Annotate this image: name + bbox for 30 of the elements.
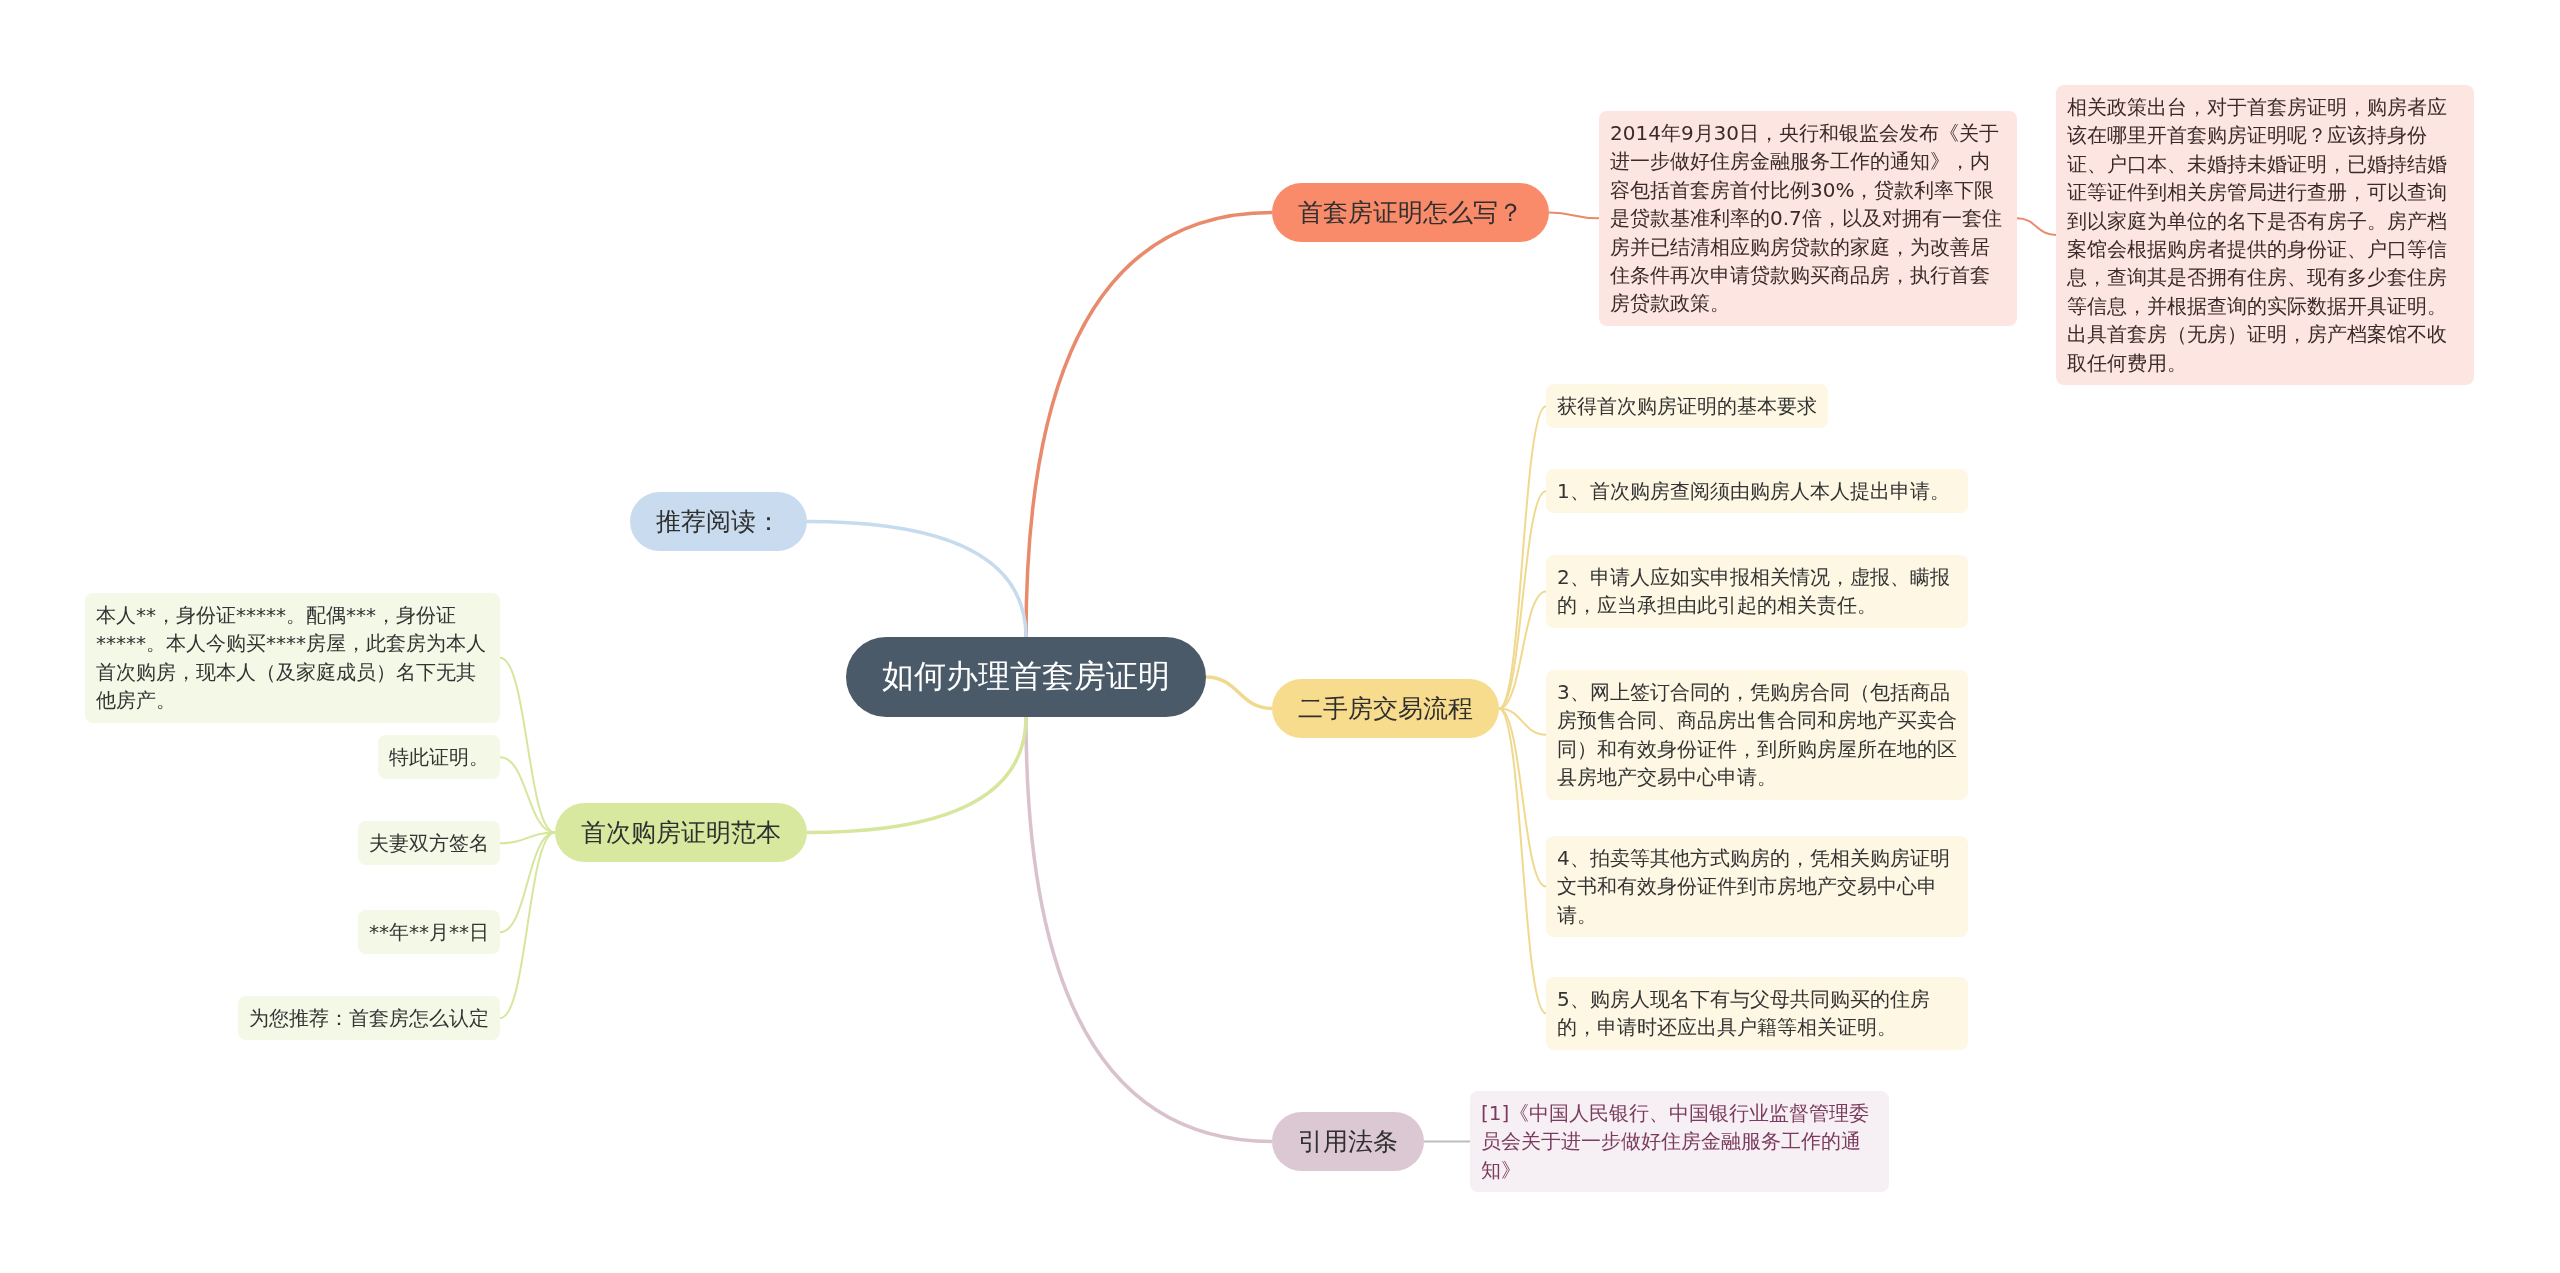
note-card: 获得首次购房证明的基本要求 — [1546, 384, 1828, 429]
note-card: 为您推荐：首套房怎么认定 — [238, 996, 500, 1041]
note-card: 夫妻双方签名 — [358, 821, 500, 866]
connector-curve — [499, 756, 556, 834]
topic-pill: 首套房证明怎么写？ — [1272, 183, 1549, 242]
topic-pill: 推荐阅读： — [630, 492, 807, 551]
connector-curve — [1498, 707, 1547, 1015]
note-card: 3、网上签订合同的，凭购房合同（包括商品房预售合同、商品房出售合同和房地产买卖合同）和有效身份证件，到所购房屋所在地的区县房地产交易中心申请。 — [1546, 670, 1968, 800]
note-card: 5、购房人现名下有与父母共同购买的住房的，申请时还应出具户籍等相关证明。 — [1546, 977, 1968, 1050]
connector-curve — [806, 519, 1028, 638]
topic-pill: 二手房交易流程 — [1272, 679, 1499, 738]
note-card: 相关政策出台，对于首套房证明，购房者应该在哪里开首套购房证明呢？应该持身份证、户口本、未婚持未婚证明，已婚持结婚证等证件到相关房管局进行查册，可以查询到以家庭为单位的名下是否有房子。房产档案馆会根据购房者提供的身份证、户口等信息，查询其是否拥有住房、现有多少套住房等信息，并根据查询的实际数据开具证明。出具首套房（无房）证明，房产档案馆不收取任何费用。 — [2056, 85, 2474, 385]
topic-pill: 首次购房证明范本 — [555, 803, 807, 862]
note-card: **年**月**日 — [358, 910, 500, 955]
note-card: 1、首次购房查阅须由购房人本人提出申请。 — [1546, 469, 1968, 514]
connector-curve — [2016, 217, 2057, 236]
central-topic: 如何办理首套房证明 — [846, 637, 1206, 717]
note-card: 本人**，身份证*****。配偶***，身份证*****。本人今购买****房屋，此套房为本人首次购房，现本人（及家庭成员）名下无其他房产。 — [85, 593, 500, 723]
connector-curve — [806, 716, 1028, 835]
connector-curve — [1423, 1140, 1471, 1143]
note-card: 2014年9月30日，央行和银监会发布《关于进一步做好住房金融服务工作的通知》，内容包括首套房首付比例30%，贷款利率下限是贷款基准利率的0.7倍，以及对拥有一套住房并已结清相应购房贷款的家庭，为改善居住条件再次申请贷款购买商品房，执行首套房贷款政策。 — [1599, 111, 2017, 326]
note-card: 2、申请人应如实申报相关情况，虚报、瞒报的，应当承担由此引起的相关责任。 — [1546, 555, 1968, 628]
note-card: 4、拍卖等其他方式购房的，凭相关购房证明文书和有效身份证件到市房地产交易中心申请。 — [1546, 836, 1968, 938]
connector-curve — [1498, 490, 1547, 710]
note-card: [1]《中国人民银行、中国银行业监督管理委员会关于进一步做好住房金融服务工作的通知》 — [1470, 1091, 1889, 1193]
note-card: 特此证明。 — [378, 735, 500, 780]
connector-curve — [1548, 211, 1600, 220]
connector-curve — [499, 831, 556, 1020]
topic-pill: 引用法条 — [1272, 1112, 1424, 1171]
connector-curve — [1205, 675, 1273, 711]
